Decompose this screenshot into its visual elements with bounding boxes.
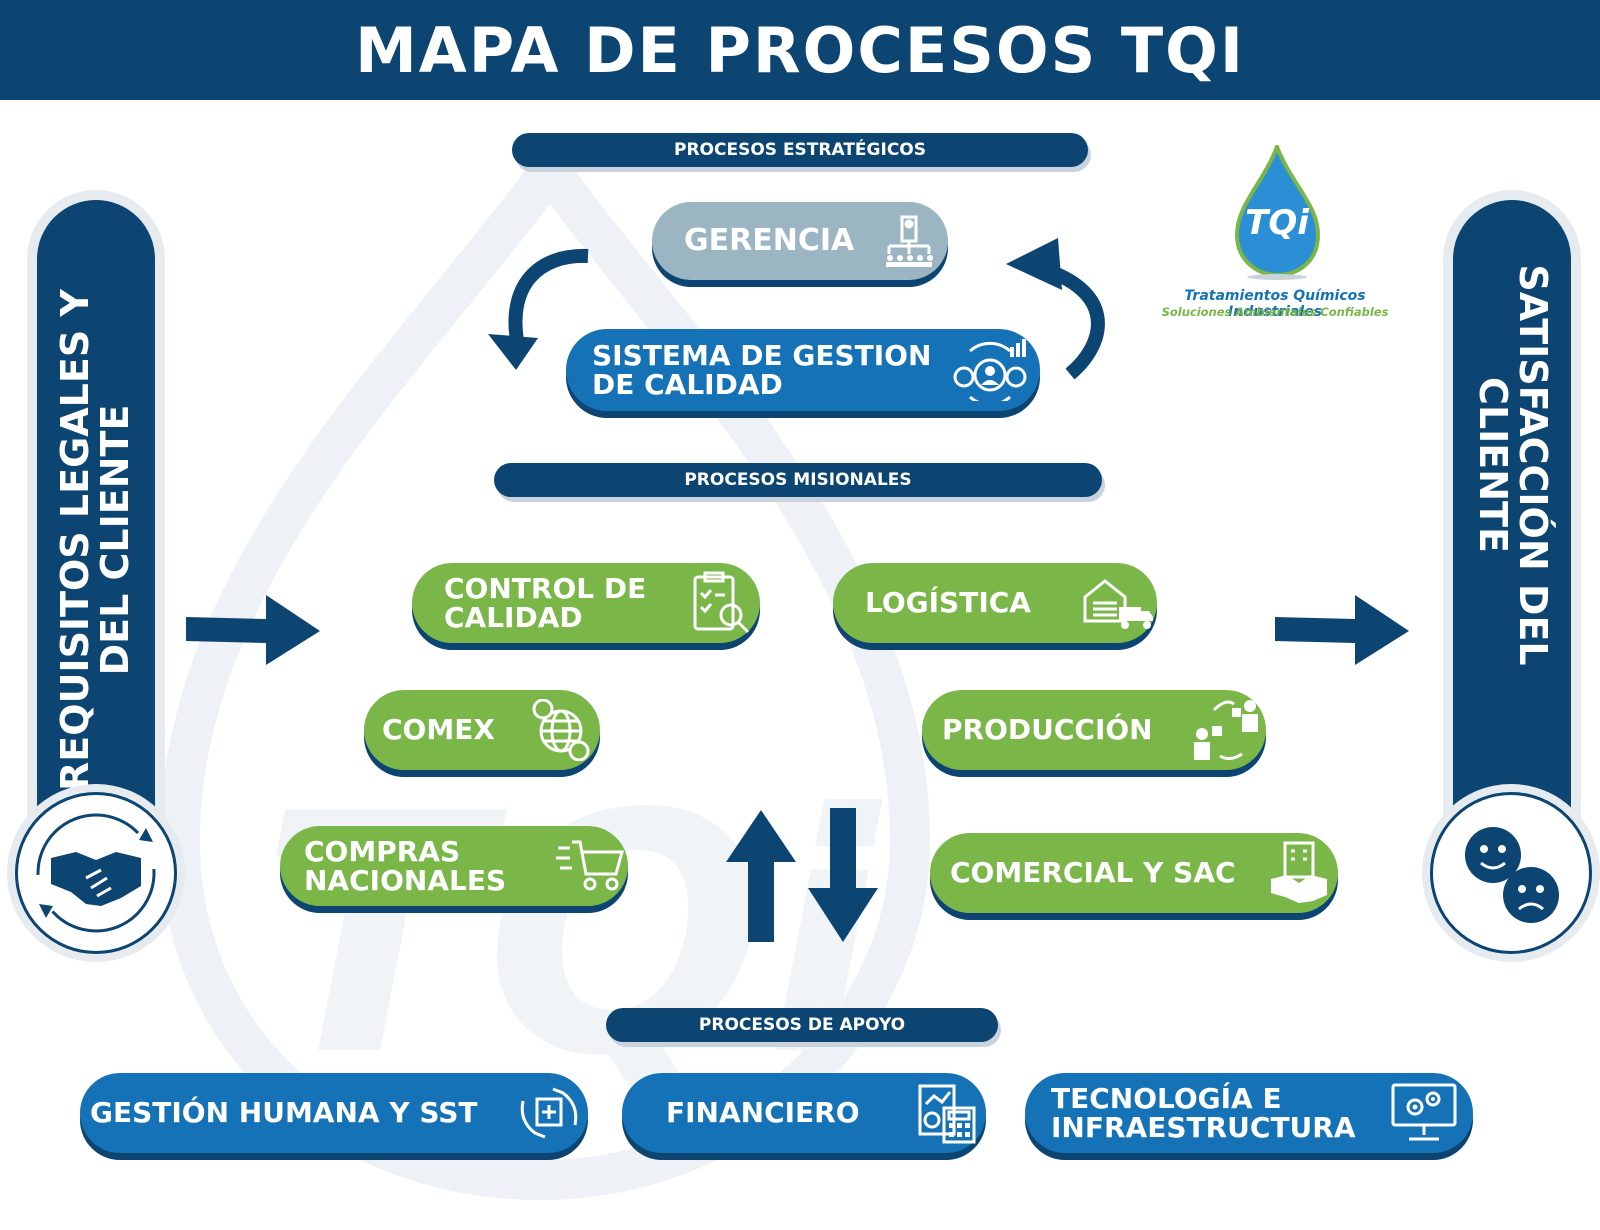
- arrow-right-output: [1275, 595, 1409, 665]
- gerencia-pill[interactable]: GERENCIA: [652, 202, 948, 280]
- section-strategic: PROCESOS ESTRATÉGICOS: [512, 133, 1088, 167]
- financiero-pill[interactable]: FINANCIERO: [622, 1073, 986, 1153]
- building-handshake-icon: [1260, 841, 1338, 905]
- smiley-sad-faces-icon: [1465, 827, 1559, 923]
- workers-boxes-icon: [1188, 698, 1266, 762]
- handshake-icon: [36, 813, 156, 933]
- curved-arrow-left: [488, 248, 589, 370]
- arrow-up: [726, 810, 796, 942]
- logo-tagline: Soluciones Ambientales Confiables: [1161, 305, 1389, 319]
- page-title: MAPA DE PROCESOS TQI: [0, 0, 1600, 100]
- section-missional: PROCESOS MISIONALES: [494, 463, 1102, 497]
- arrow-down: [808, 808, 878, 942]
- warehouse-truck-icon: [1079, 575, 1157, 631]
- comex-pill[interactable]: COMEX: [364, 690, 600, 770]
- comercial-sac-pill[interactable]: COMERCIAL Y SAC: [930, 833, 1338, 913]
- leader-icon: [870, 214, 948, 268]
- arrow-right-input: [186, 595, 320, 665]
- comercial-sac-label: COMERCIAL Y SAC: [950, 856, 1236, 890]
- produccion-label: PRODUCCIÓN: [942, 713, 1153, 747]
- logo-mark: TQi: [1245, 203, 1309, 243]
- monitor-gears-icon: [1375, 1081, 1473, 1145]
- shopping-cart-icon: [550, 836, 628, 896]
- section-support: PROCESOS DE APOYO: [606, 1008, 998, 1042]
- watermark-drop: TQi: [159, 150, 931, 1200]
- calculator-chart-icon: [908, 1082, 986, 1144]
- gestion-humana-pill[interactable]: GESTIÓN HUMANA Y SST: [80, 1073, 588, 1153]
- logistica-label: LOGÍSTICA: [865, 586, 1031, 620]
- water-drop-icon: [1234, 145, 1321, 280]
- curved-arrow-right: [1006, 238, 1105, 380]
- health-hands-icon: [510, 1081, 588, 1145]
- comex-label: COMEX: [382, 713, 495, 747]
- handshake-circle: [15, 792, 177, 954]
- financiero-label: FINANCIERO: [666, 1096, 860, 1130]
- logo-name: Tratamientos Químicos Industriales: [1184, 288, 1366, 320]
- produccion-pill[interactable]: PRODUCCIÓN: [922, 690, 1266, 770]
- logistica-pill[interactable]: LOGÍSTICA: [833, 563, 1157, 643]
- gears-people-icon: [940, 339, 1040, 401]
- globe-currency-icon: [522, 699, 600, 761]
- clipboard-search-icon: [682, 571, 760, 635]
- tqi-logo: TQi Tratamientos Químicos Industriales S…: [1140, 145, 1410, 325]
- gerencia-label: GERENCIA: [684, 223, 855, 259]
- gestion-humana-label: GESTIÓN HUMANA Y SST: [90, 1096, 478, 1130]
- svg-text:TQi: TQi: [260, 744, 884, 1128]
- faces-circle: [1430, 792, 1592, 954]
